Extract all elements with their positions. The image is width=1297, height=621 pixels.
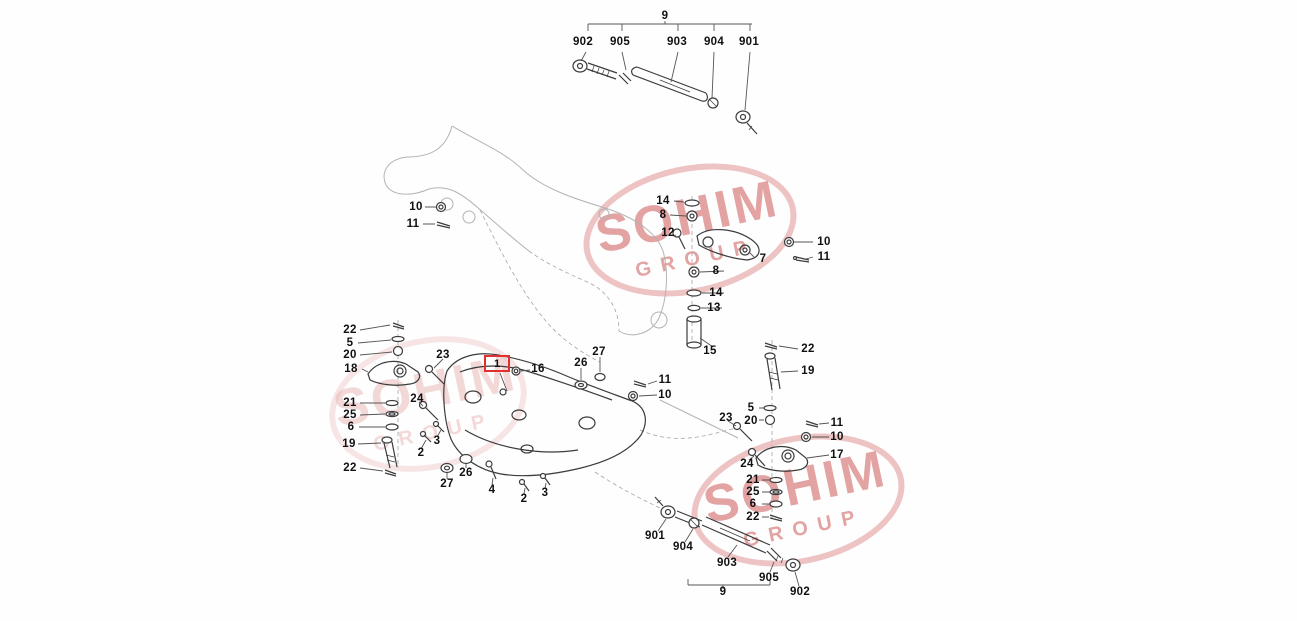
callout-label-8-14: 8	[712, 265, 720, 277]
callout-label-22-53: 22	[746, 511, 760, 523]
callout-label-10-6: 10	[409, 201, 423, 213]
callout-label-17-48: 17	[830, 449, 844, 461]
callout-label-904-55: 904	[672, 541, 694, 553]
callout-label-11-46: 11	[830, 417, 844, 429]
chassis-frame-outline	[383, 125, 739, 512]
callout-label-21-28: 21	[343, 397, 357, 409]
callout-label-905-57: 905	[758, 572, 780, 584]
callout-leader-lines	[357, 51, 830, 587]
callout-label-9-0: 9	[661, 10, 669, 22]
callout-label-24-49: 24	[740, 458, 754, 470]
callout-label-25-29: 25	[343, 409, 357, 421]
callout-label-903-56: 903	[716, 557, 738, 569]
highlighted-part-label: 1	[493, 357, 501, 370]
callout-label-20-20: 20	[343, 349, 357, 361]
callout-label-10-47: 10	[830, 431, 844, 443]
callout-label-8-9: 8	[659, 209, 667, 221]
callout-label-3-40: 3	[541, 487, 549, 499]
callout-label-2-39: 2	[520, 493, 528, 505]
crossmember-bracket	[443, 353, 646, 477]
callout-label-3-33: 3	[433, 435, 441, 447]
callout-label-10-11: 10	[817, 236, 831, 248]
callout-label-11-26: 11	[658, 374, 672, 386]
callout-label-14-8: 14	[656, 195, 670, 207]
callout-label-23-22: 23	[436, 349, 450, 361]
callout-label-26-37: 26	[459, 467, 473, 479]
callout-label-19-32: 19	[342, 438, 356, 450]
callout-label-2-34: 2	[417, 447, 425, 459]
callout-label-902-1: 902	[572, 36, 594, 48]
callout-label-6-30: 6	[347, 421, 355, 433]
callout-label-901-54: 901	[644, 530, 666, 542]
callout-label-20-44: 20	[744, 415, 758, 427]
idler-arm-assembly	[672, 196, 810, 350]
callout-label-903-3: 903	[666, 36, 688, 48]
callout-label-6-52: 6	[749, 498, 757, 510]
callout-label-5-43: 5	[747, 402, 755, 414]
callout-label-7-13: 7	[759, 253, 767, 265]
frame-nut-and-pin-left	[435, 201, 451, 229]
callout-label-27-25: 27	[592, 346, 606, 358]
callout-label-15-17: 15	[703, 345, 717, 357]
callout-label-16-23: 16	[531, 363, 545, 375]
callout-label-904-4: 904	[703, 36, 725, 48]
tie-rod-assembly-bottom	[654, 496, 801, 589]
highlight-box-part-1[interactable]: 1	[484, 355, 510, 372]
callout-label-18-21: 18	[344, 363, 358, 375]
callout-label-22-18: 22	[343, 324, 357, 336]
callout-label-11-7: 11	[406, 218, 420, 230]
callout-label-905-2: 905	[609, 36, 631, 48]
callout-label-24-31: 24	[410, 393, 424, 405]
callout-label-10-27: 10	[658, 389, 672, 401]
callout-label-22-35: 22	[343, 462, 357, 474]
callout-label-4-38: 4	[488, 484, 496, 496]
callout-label-11-12: 11	[817, 251, 831, 263]
callout-label-27-36: 27	[440, 478, 454, 490]
callout-label-21-50: 21	[746, 474, 760, 486]
callout-label-22-41: 22	[801, 343, 815, 355]
callout-label-5-19: 5	[346, 337, 354, 349]
callout-label-26-24: 26	[574, 357, 588, 369]
callout-label-14-15: 14	[709, 287, 723, 299]
center-small-hardware	[419, 366, 647, 492]
tie-rod-assembly-top	[572, 21, 758, 135]
callout-label-901-5: 901	[738, 36, 760, 48]
callout-label-902-59: 902	[789, 586, 811, 598]
callout-label-23-45: 23	[719, 412, 733, 424]
knuckle-arm-left-assembly	[367, 320, 445, 477]
callout-label-9-58: 9	[719, 586, 727, 598]
callout-label-25-51: 25	[746, 486, 760, 498]
callout-label-13-16: 13	[707, 302, 721, 314]
callout-label-19-42: 19	[801, 365, 815, 377]
callout-label-12-10: 12	[661, 227, 675, 239]
